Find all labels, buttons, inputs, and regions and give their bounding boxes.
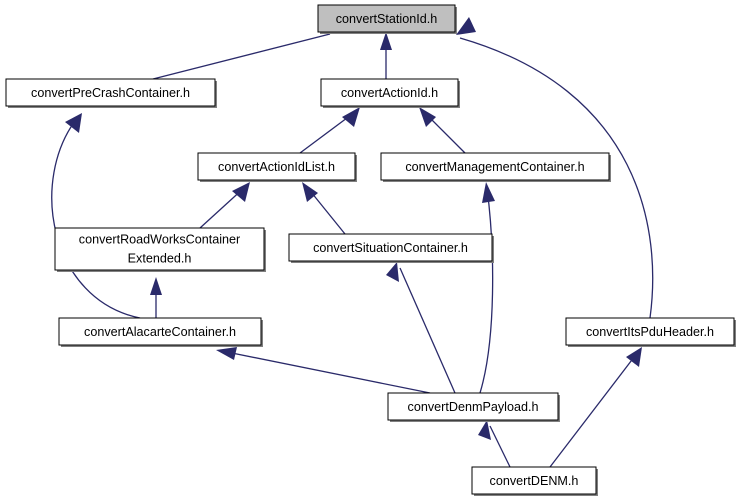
node-actionidlist[interactable]: convertActionIdList.h: [197, 152, 357, 182]
edge-actionid-to-stationid: [380, 32, 392, 79]
node-label: convertStationId.h: [336, 12, 438, 26]
edge-line: [549, 351, 639, 468]
node-label: convertItsPduHeader.h: [586, 325, 714, 339]
node-alacarte[interactable]: convertAlacarteContainer.h: [58, 317, 263, 347]
arrow-head-icon: [626, 347, 642, 367]
node-label: convertSituationContainer.h: [313, 241, 468, 255]
edge-management-to-actionid: [419, 107, 466, 154]
arrow-head-icon: [232, 182, 250, 202]
arrow-head-icon: [302, 182, 318, 202]
node-denm[interactable]: convertDENM.h: [471, 466, 598, 496]
node-box[interactable]: [317, 4, 456, 33]
node-label: convertPreCrashContainer.h: [31, 86, 190, 100]
arrow-head-icon: [386, 262, 399, 282]
edge-situation-to-actionidlist: [302, 182, 346, 235]
arrow-head-icon: [65, 113, 82, 133]
edge-alacarte-to-roadworks: [150, 277, 162, 318]
edges-layer: [51, 17, 654, 468]
node-label: convertDENM.h: [490, 474, 579, 488]
nodes-layer: convertStationId.h convertPreCrashContain…: [5, 4, 736, 496]
node-box[interactable]: [58, 317, 262, 346]
node-actionid[interactable]: convertActionId.h: [320, 78, 460, 108]
edge-line: [399, 267, 456, 394]
node-box[interactable]: [387, 392, 559, 421]
node-box[interactable]: [5, 78, 216, 107]
node-box[interactable]: [380, 152, 610, 181]
edge-denmpayload-to-management: [479, 182, 495, 394]
node-box[interactable]: [197, 152, 356, 181]
node-precrash[interactable]: convertPreCrashContainer.h: [5, 78, 217, 108]
edge-line: [489, 425, 511, 468]
node-label: convertActionId.h: [341, 86, 438, 100]
edge-line: [459, 37, 654, 319]
edge-line: [152, 33, 331, 80]
node-itspdu[interactable]: convertItsPduHeader.h: [565, 317, 736, 347]
edge-line: [479, 187, 494, 394]
node-label: convertManagementContainer.h: [405, 160, 584, 174]
node-box[interactable]: [54, 227, 265, 271]
node-box[interactable]: [565, 317, 735, 346]
node-label-line2: Extended.h: [128, 251, 192, 265]
arrow-head-icon: [482, 182, 495, 203]
node-stationid[interactable]: convertStationId.h: [317, 4, 457, 34]
edge-denmpayload-to-alacarte: [216, 347, 431, 394]
arrow-head-icon: [216, 347, 237, 360]
edge-denm-to-denmpayload: [478, 420, 511, 468]
node-denmpayload[interactable]: convertDenmPayload.h: [387, 392, 560, 422]
node-label-line1: convertRoadWorksContainer: [79, 232, 240, 246]
node-label: convertActionIdList.h: [218, 160, 335, 174]
edge-denm-to-itspdu: [549, 347, 642, 468]
edge-line: [51, 116, 141, 319]
edge-denmpayload-to-situation: [386, 262, 456, 394]
node-box[interactable]: [288, 233, 493, 262]
node-management[interactable]: convertManagementContainer.h: [380, 152, 611, 182]
node-box[interactable]: [320, 78, 459, 107]
edge-itspdu-to-stationid: [456, 17, 654, 319]
node-label: convertAlacarteContainer.h: [84, 325, 236, 339]
arrow-head-icon: [419, 107, 436, 127]
edge-actionidlist-to-actionid: [299, 107, 360, 154]
arrow-head-icon: [380, 32, 392, 50]
arrow-head-icon: [478, 420, 491, 440]
arrow-head-icon: [150, 277, 162, 295]
node-box[interactable]: [471, 466, 597, 495]
arrow-head-icon: [456, 17, 476, 35]
edge-line: [221, 350, 431, 394]
node-label: convertDenmPayload.h: [408, 400, 539, 414]
edge-roadworks-to-actionidlist: [199, 182, 250, 229]
arrow-head-icon: [342, 107, 360, 127]
edge-alacarte-to-precrash: [51, 113, 141, 319]
node-situation[interactable]: convertSituationContainer.h: [288, 233, 494, 263]
